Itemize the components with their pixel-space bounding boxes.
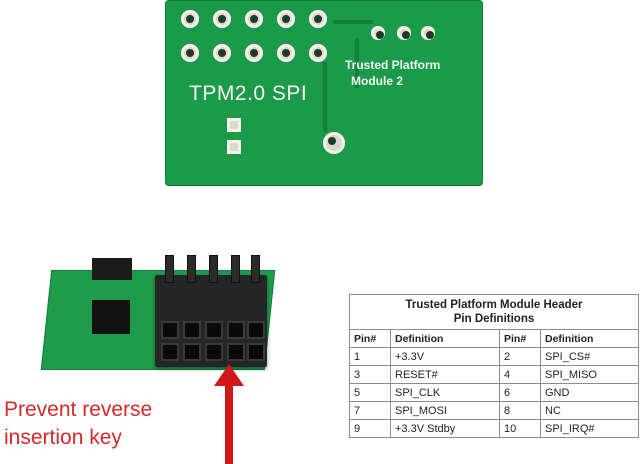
pin-number: 7 xyxy=(349,401,391,420)
pin-pad xyxy=(277,44,295,62)
pin-number: 9 xyxy=(349,419,391,438)
pin-number: 5 xyxy=(349,383,391,402)
socket-hole xyxy=(205,321,223,339)
table-header-row: Pin# Definition Pin# Definition xyxy=(349,329,639,348)
table-row: 1 +3.3V 2 SPI_CS# xyxy=(349,347,639,366)
smd-pad xyxy=(227,140,241,154)
pcb-trace xyxy=(355,38,359,88)
pin-definition: SPI_IRQ# xyxy=(540,419,639,438)
pin-definition: SPI_CS# xyxy=(540,347,639,366)
socket-hole xyxy=(205,343,223,361)
pin-pad xyxy=(397,26,411,40)
pin-pad xyxy=(309,44,327,62)
pin-pad xyxy=(245,10,263,28)
table-row: 5 SPI_CLK 6 GND xyxy=(349,383,639,402)
pin-number: 1 xyxy=(349,347,391,366)
table-row: 7 SPI_MOSI 8 NC xyxy=(349,401,639,420)
pin-definition: +3.3V xyxy=(390,347,500,366)
table-row: 9 +3.3V Stdby 10 SPI_IRQ# xyxy=(349,419,639,438)
header-pin xyxy=(187,255,196,283)
pin-pad xyxy=(371,26,385,40)
pin-pad xyxy=(181,44,199,62)
tpm-module-board-photo: TPM2.0 SPI Trusted Platform Module 2 xyxy=(165,0,483,186)
tpm-chip xyxy=(92,300,130,334)
board-silkscreen-module: Module 2 xyxy=(351,74,404,88)
reverse-insertion-caption: Prevent reverse insertion key xyxy=(4,396,214,452)
socket-hole xyxy=(161,343,179,361)
pin-definition: NC xyxy=(540,401,639,420)
pin-pad xyxy=(277,10,295,28)
pin-definition: SPI_CLK xyxy=(390,383,500,402)
table-row: 3 RESET# 4 SPI_MISO xyxy=(349,365,639,384)
caption-line-1: Prevent reverse xyxy=(4,398,153,421)
arrow-up-icon xyxy=(214,364,244,386)
pin-number: 8 xyxy=(499,401,541,420)
via-pad xyxy=(323,132,345,154)
pin-number: 10 xyxy=(499,419,541,438)
board-silkscreen-tpm: TPM2.0 SPI xyxy=(189,82,308,105)
socket-hole xyxy=(183,343,201,361)
pcb-trace xyxy=(333,20,373,24)
header-pin xyxy=(231,255,240,283)
socket-hole xyxy=(247,343,265,361)
caption-line-2: insertion key xyxy=(4,426,122,449)
pin-definition: SPI_MOSI xyxy=(390,401,500,420)
pin-definition: GND xyxy=(540,383,639,402)
col-header-definition: Definition xyxy=(390,329,500,348)
socket-hole xyxy=(227,321,245,339)
col-header-pin: Pin# xyxy=(499,329,541,348)
table-title: Trusted Platform Module Header Pin Defin… xyxy=(349,294,639,330)
pin-number: 6 xyxy=(499,383,541,402)
pcb-trace xyxy=(323,62,327,132)
table-title-line-1: Trusted Platform Module Header xyxy=(405,299,583,311)
pin-number: 2 xyxy=(499,347,541,366)
header-pin xyxy=(209,255,218,283)
pin-pad xyxy=(421,26,435,40)
socket-hole xyxy=(183,321,201,339)
pin-definitions-table: Trusted Platform Module Header Pin Defin… xyxy=(349,294,639,438)
table-title-line-2: Pin Definitions xyxy=(453,313,535,325)
board-silkscreen-trusted: Trusted Platform xyxy=(345,58,441,72)
socket-hole xyxy=(227,343,245,361)
pin-pad xyxy=(181,10,199,28)
socket-hole xyxy=(247,321,265,339)
col-header-definition: Definition xyxy=(540,329,639,348)
header-pin xyxy=(251,255,260,283)
pin-header-socket xyxy=(155,255,267,367)
pin-definition: +3.3V Stdby xyxy=(390,419,500,438)
col-header-pin: Pin# xyxy=(349,329,391,348)
arrow-shaft xyxy=(225,380,233,464)
pin-pad xyxy=(309,10,327,28)
header-pin xyxy=(165,255,174,283)
pin-definition: RESET# xyxy=(390,365,500,384)
pin-pad xyxy=(213,44,231,62)
pin-number: 3 xyxy=(349,365,391,384)
pin-pad xyxy=(245,44,263,62)
smd-pad xyxy=(227,118,241,132)
jumper-header xyxy=(92,258,132,280)
pin-pad xyxy=(213,10,231,28)
socket-hole xyxy=(161,321,179,339)
pin-definition: SPI_MISO xyxy=(540,365,639,384)
pin-number: 4 xyxy=(499,365,541,384)
